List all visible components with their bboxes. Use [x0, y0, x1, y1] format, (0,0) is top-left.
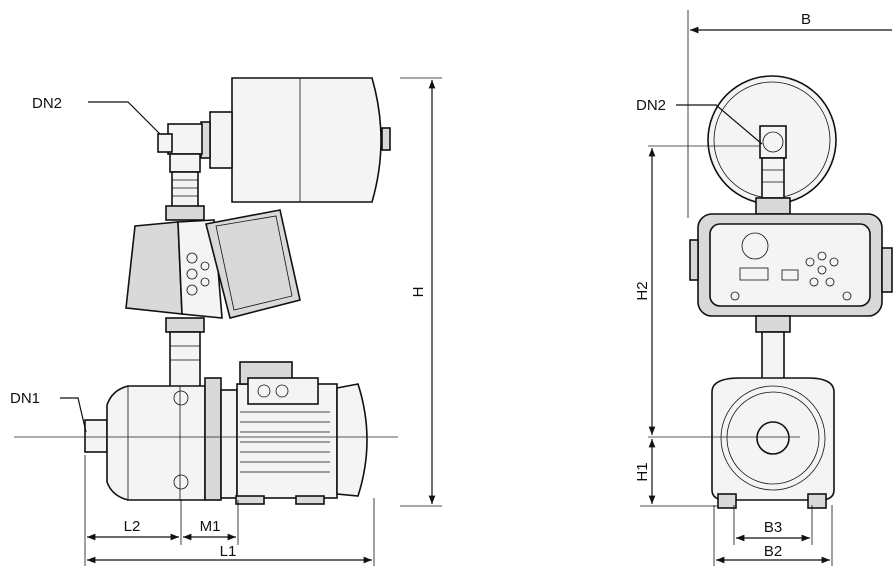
b-label: B	[801, 11, 811, 28]
tee-fitting	[157, 123, 203, 173]
h-label: H	[410, 287, 427, 298]
side-view	[14, 77, 442, 566]
pump-front	[711, 377, 835, 509]
front-view	[640, 10, 893, 566]
h1-label: H1	[634, 462, 651, 481]
dn1-label: DN1	[10, 390, 40, 407]
upper-pipe	[165, 171, 205, 221]
controller-front	[689, 213, 893, 317]
l1-label: L1	[220, 543, 237, 560]
pump-body	[84, 377, 238, 501]
dn2-front-label: DN2	[636, 97, 666, 114]
pressure-tank	[200, 77, 391, 203]
dn2-side-label: DN2	[32, 95, 62, 112]
lower-pipe-front	[755, 315, 791, 385]
lower-pipe	[165, 317, 205, 389]
b3-label: B3	[764, 519, 782, 536]
pressure-controller	[125, 209, 301, 319]
l2-label: L2	[124, 518, 141, 535]
b2-label: B2	[764, 543, 782, 560]
h2-label: H2	[634, 281, 651, 300]
outlet-front	[755, 125, 791, 215]
motor	[235, 361, 368, 505]
m1-label: M1	[200, 518, 221, 535]
